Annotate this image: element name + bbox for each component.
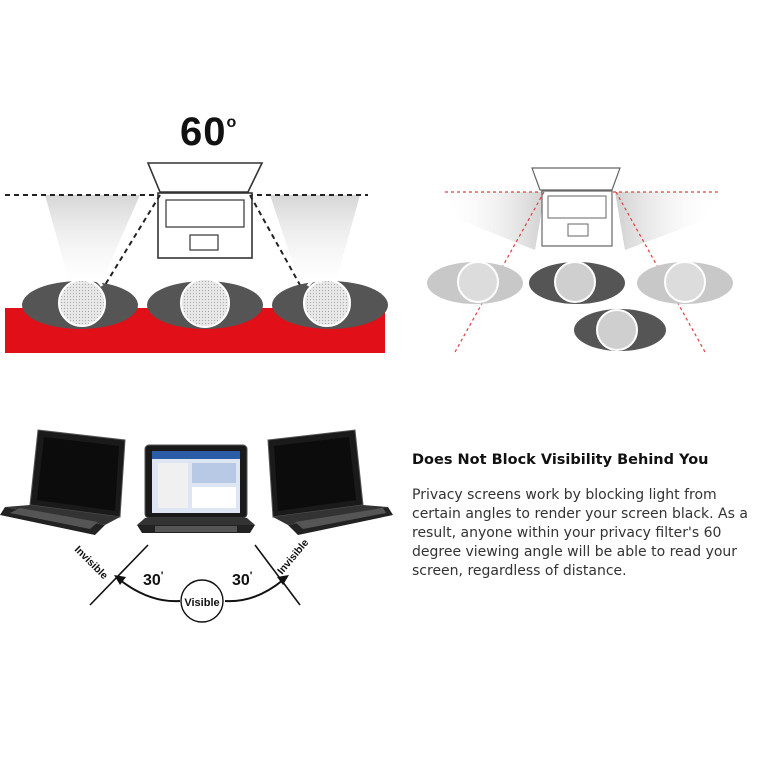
laptop-center (137, 444, 255, 533)
left-arc-arrow (114, 575, 126, 585)
right-invisible-label: Invisible (275, 537, 311, 577)
privacy-range-diagram (427, 167, 733, 353)
description-body: Privacy screens work by blocking light f… (412, 487, 748, 579)
viewing-angle-diagram (5, 162, 388, 353)
visible-circle (180, 579, 224, 623)
left-boundary-line (89, 544, 149, 606)
laptop-right (267, 429, 393, 535)
right-arc-arrow (277, 575, 289, 585)
right-fade-zone (615, 192, 720, 250)
viewer-back-dark (574, 309, 666, 351)
angle-title: 60o (180, 110, 237, 155)
visible-label: Visible (184, 597, 219, 609)
right-arc (224, 579, 284, 603)
description-block: Does Not Block Visibility Behind You Pri… (412, 452, 757, 581)
right-angle-line (249, 194, 301, 286)
laptop-visibility-diagram: Visible 30' 30' Invisible Invisible (0, 429, 393, 623)
laptop-outline-small (531, 167, 621, 247)
right-light-beam (270, 195, 360, 285)
angle-value: 60 (180, 110, 227, 154)
left-angle-label: 30' (143, 570, 164, 589)
left-light-beam (45, 195, 140, 285)
viewer-right (272, 278, 388, 329)
viewer-faded-right (637, 261, 733, 304)
left-invisible-label: Invisible (72, 544, 110, 582)
description-heading: Does Not Block Visibility Behind You (412, 452, 709, 468)
right-angle-label: 30' (232, 570, 253, 589)
right-boundary-line (254, 544, 301, 606)
angle-unit: o (226, 114, 238, 131)
laptop-outline (146, 162, 264, 259)
left-arc (119, 579, 181, 603)
viewer-center (147, 275, 263, 329)
viewer-faded-left (427, 261, 523, 304)
viewer-left (22, 278, 138, 329)
left-fade-zone (440, 192, 545, 250)
laptop-left (0, 429, 126, 535)
viewer-center-dark (529, 261, 625, 304)
